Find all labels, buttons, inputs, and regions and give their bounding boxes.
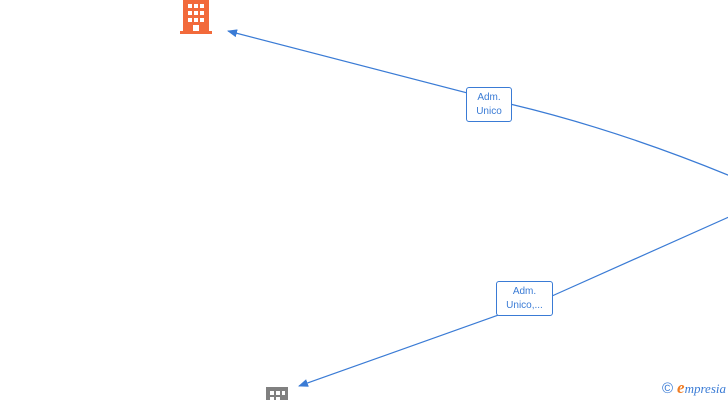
edge-line-1: [227, 29, 728, 176]
edge-label-1[interactable]: Adm. Unico: [466, 87, 512, 122]
brand-logo-rest: mpresia: [684, 381, 726, 396]
building-icon[interactable]: [266, 387, 288, 400]
brand-logo: empresia: [677, 378, 726, 398]
edge-label-2-line2: Unico,...: [506, 300, 543, 311]
building-icon[interactable]: [180, 0, 212, 34]
empresia-watermark: © empresia: [662, 378, 726, 398]
brand-logo-e: e: [677, 378, 685, 397]
edge-label-1-line1: Adm.: [477, 92, 501, 103]
copyright-symbol: ©: [661, 379, 674, 397]
edge-label-2-line1: Adm.: [512, 286, 537, 297]
edge-label-1-line2: Unico: [476, 106, 502, 117]
edge-label-2[interactable]: Adm. Unico,...: [496, 281, 553, 316]
